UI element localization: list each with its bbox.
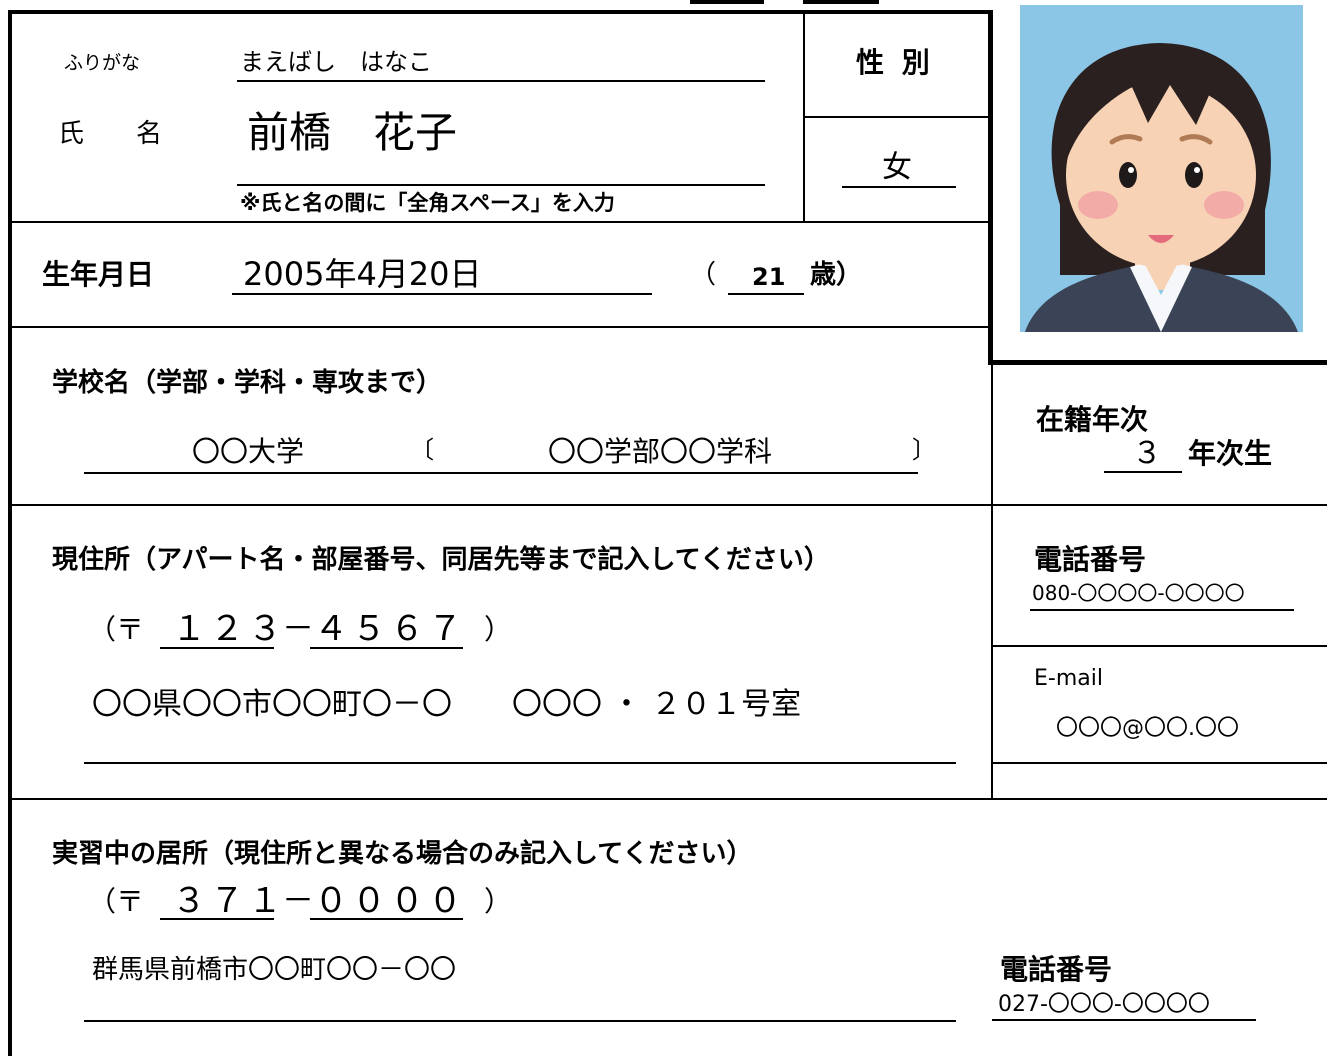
- school-value: 〇〇大学: [192, 435, 305, 468]
- female-student-portrait-icon: [1025, 43, 1298, 332]
- training-postal-open: （〒: [88, 885, 145, 918]
- address-label: 現住所（アパート名・部屋番号、同居先等まで記入してください）: [52, 545, 830, 575]
- name-underline: [237, 184, 765, 186]
- training-phone-label: 電話番号: [1000, 953, 1113, 986]
- year-label: 在籍年次: [1036, 403, 1149, 436]
- faculty-bracket-close: 〕: [912, 436, 936, 464]
- training-address-value: 群馬県前橋市〇〇町〇〇－〇〇: [92, 955, 457, 985]
- faculty-value: 〇〇学部〇〇学科: [548, 435, 773, 468]
- postal-dash: －: [282, 609, 315, 647]
- postal-close: ）: [484, 613, 513, 646]
- postal-first: １２３: [172, 609, 286, 649]
- address-value: 〇〇県〇〇市〇〇町〇－〇 〇〇〇 ・ ２０１号室: [92, 687, 802, 722]
- gender-underline: [842, 186, 956, 188]
- furigana-label: ふりがな: [64, 52, 141, 74]
- training-postal-first: ３７１: [172, 881, 286, 921]
- postal-second: ４５６７: [314, 609, 466, 649]
- furigana-underline: [237, 80, 765, 82]
- email-value: 〇〇〇@〇〇.〇〇: [1056, 716, 1239, 741]
- school-label: 学校名（学部・学科・専攻まで）: [52, 368, 443, 398]
- training-postal-first-underline: [160, 918, 274, 920]
- postal-second-underline: [310, 647, 463, 649]
- name-label: 氏 名: [58, 119, 163, 149]
- school-underline: [84, 472, 918, 474]
- postal-first-underline: [160, 647, 274, 649]
- training-postal-dash: －: [282, 881, 315, 919]
- phone-underline: [1030, 609, 1294, 611]
- year-value: ３: [1132, 436, 1162, 471]
- training-postal-second-underline: [310, 918, 463, 920]
- age-underline: [728, 293, 804, 295]
- address-underline: [84, 762, 956, 764]
- name-value: 前橋 花子: [247, 108, 458, 157]
- postal-open: （〒: [88, 613, 145, 646]
- training-postal-close: ）: [484, 885, 513, 918]
- phone-label: 電話番号: [1034, 543, 1147, 576]
- age-suffix: 歳）: [810, 260, 863, 290]
- age-value: 21: [752, 263, 786, 291]
- training-phone-underline: [992, 1019, 1256, 1021]
- gender-label: 性 別: [856, 46, 934, 79]
- year-suffix: 年次生: [1188, 437, 1273, 470]
- age-open-paren: （: [690, 260, 717, 290]
- birth-label: 生年月日: [42, 258, 155, 291]
- phone-value: 080-〇〇〇〇-〇〇〇〇: [1032, 581, 1245, 605]
- training-postal-second: ００００: [314, 881, 466, 921]
- training-label: 実習中の居所（現住所と異なる場合のみ記入してください）: [52, 839, 753, 869]
- training-phone-value: 027-〇〇〇-〇〇〇〇: [998, 992, 1210, 1017]
- faculty-bracket-open: 〔: [410, 436, 434, 464]
- name-note: ※氏と名の間に「全角スペース」を入力: [240, 191, 615, 215]
- gender-value: 女: [882, 150, 912, 185]
- birth-value: 2005年4月20日: [243, 255, 482, 293]
- training-address-underline: [84, 1020, 956, 1022]
- birth-underline: [232, 293, 652, 295]
- year-underline: [1104, 471, 1182, 473]
- email-label: E-mail: [1034, 666, 1103, 691]
- furigana-value: まえばし はなこ: [240, 48, 432, 76]
- photo-frame: [1020, 5, 1303, 332]
